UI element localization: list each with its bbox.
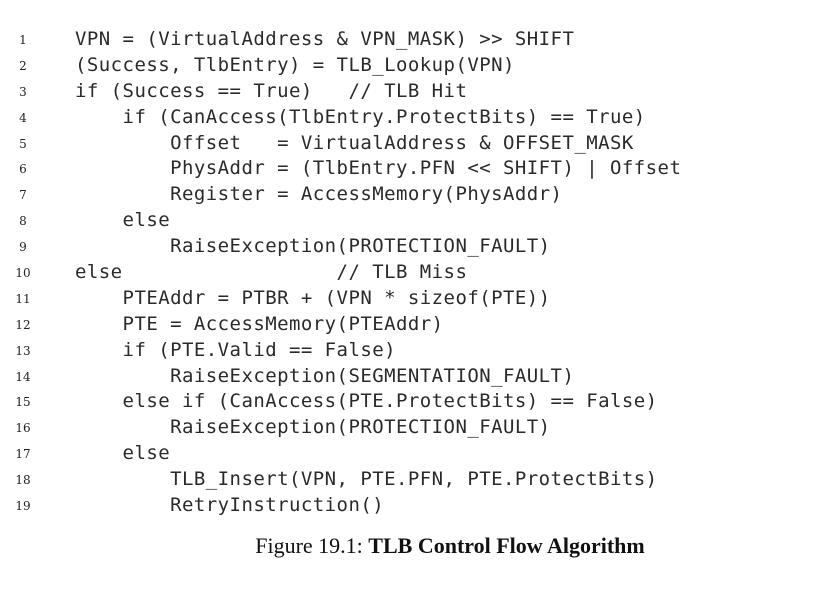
code-line: 5 Offset = VirtualAddress & OFFSET_MASK bbox=[0, 131, 825, 157]
code-line: 10 else // TLB Miss bbox=[0, 260, 825, 286]
line-number: 15 bbox=[15, 395, 31, 410]
code-line: 17 else bbox=[0, 441, 825, 467]
code-line: 11 PTEAddr = PTBR + (VPN * sizeof(PTE)) bbox=[0, 286, 825, 312]
code-text: TLB_Insert(VPN, PTE.PFN, PTE.ProtectBits… bbox=[75, 468, 658, 491]
code-line: 18 TLB_Insert(VPN, PTE.PFN, PTE.ProtectB… bbox=[0, 467, 825, 493]
line-number: 1 bbox=[19, 33, 27, 47]
code-text: if (Success == True) // TLB Hit bbox=[75, 79, 468, 102]
line-number: 5 bbox=[19, 136, 27, 151]
code-text: else bbox=[75, 209, 171, 232]
line-number: 16 bbox=[15, 421, 31, 436]
code-line: 4 if (CanAccess(TlbEntry.ProtectBits) ==… bbox=[0, 105, 825, 131]
line-number: 4 bbox=[19, 110, 27, 125]
figure-caption: Figure 19.1: TLB Control Flow Algorithm bbox=[0, 533, 825, 559]
code-text: RaiseException(PROTECTION_FAULT) bbox=[75, 235, 551, 258]
code-text: else bbox=[75, 442, 171, 465]
code-text: if (PTE.Valid == False) bbox=[75, 338, 397, 361]
code-line: 19 RetryInstruction() bbox=[0, 493, 825, 519]
code-line: 6 PhysAddr = (TlbEntry.PFN << SHIFT) | O… bbox=[0, 156, 825, 182]
code-line: 8 else bbox=[0, 208, 825, 234]
figure-title: TLB Control Flow Algorithm bbox=[368, 533, 645, 558]
line-number: 19 bbox=[15, 499, 31, 514]
line-number: 18 bbox=[15, 473, 31, 488]
line-number: 3 bbox=[19, 84, 27, 99]
line-number: 14 bbox=[15, 369, 31, 384]
line-number: 7 bbox=[19, 188, 27, 203]
line-number: 6 bbox=[19, 162, 27, 177]
code-text: PTEAddr = PTBR + (VPN * sizeof(PTE)) bbox=[75, 286, 551, 309]
line-number: 10 bbox=[15, 266, 31, 281]
code-line: 12 PTE = AccessMemory(PTEAddr) bbox=[0, 312, 825, 338]
code-line: 14 RaiseException(SEGMENTATION_FAULT) bbox=[0, 364, 825, 390]
code-text: else // TLB Miss bbox=[75, 261, 468, 284]
code-text: Register = AccessMemory(PhysAddr) bbox=[75, 183, 563, 206]
code-line: 15 else if (CanAccess(PTE.ProtectBits) =… bbox=[0, 389, 825, 415]
line-number: 17 bbox=[15, 447, 31, 462]
code-listing: 1 VPN = (VirtualAddress & VPN_MASK) >> S… bbox=[0, 27, 825, 519]
code-text: Offset = VirtualAddress & OFFSET_MASK bbox=[75, 131, 634, 154]
code-text: RaiseException(SEGMENTATION_FAULT) bbox=[75, 364, 575, 387]
code-line: 1 VPN = (VirtualAddress & VPN_MASK) >> S… bbox=[0, 27, 825, 53]
code-line: 7 Register = AccessMemory(PhysAddr) bbox=[0, 182, 825, 208]
figure-number: Figure 19.1: bbox=[255, 533, 369, 558]
code-text: (Success, TlbEntry) = TLB_Lookup(VPN) bbox=[75, 53, 515, 76]
code-line: 13 if (PTE.Valid == False) bbox=[0, 338, 825, 364]
line-number: 12 bbox=[15, 317, 31, 332]
line-number: 9 bbox=[19, 240, 27, 255]
code-line: 16 RaiseException(PROTECTION_FAULT) bbox=[0, 415, 825, 441]
line-number: 2 bbox=[19, 58, 27, 73]
line-number: 13 bbox=[15, 343, 31, 358]
code-line: 2 (Success, TlbEntry) = TLB_Lookup(VPN) bbox=[0, 53, 825, 79]
code-text: PTE = AccessMemory(PTEAddr) bbox=[75, 312, 444, 335]
code-text: RetryInstruction() bbox=[75, 494, 385, 517]
code-text: RaiseException(PROTECTION_FAULT) bbox=[75, 416, 551, 439]
line-number: 11 bbox=[15, 291, 31, 306]
code-line: 3 if (Success == True) // TLB Hit bbox=[0, 79, 825, 105]
code-text: PhysAddr = (TlbEntry.PFN << SHIFT) | Off… bbox=[75, 157, 682, 180]
code-text: else if (CanAccess(PTE.ProtectBits) == F… bbox=[75, 390, 658, 413]
code-text: VPN = (VirtualAddress & VPN_MASK) >> SHI… bbox=[75, 28, 575, 50]
code-text: if (CanAccess(TlbEntry.ProtectBits) == T… bbox=[75, 105, 646, 128]
line-number: 8 bbox=[19, 214, 27, 229]
code-line: 9 RaiseException(PROTECTION_FAULT) bbox=[0, 234, 825, 260]
